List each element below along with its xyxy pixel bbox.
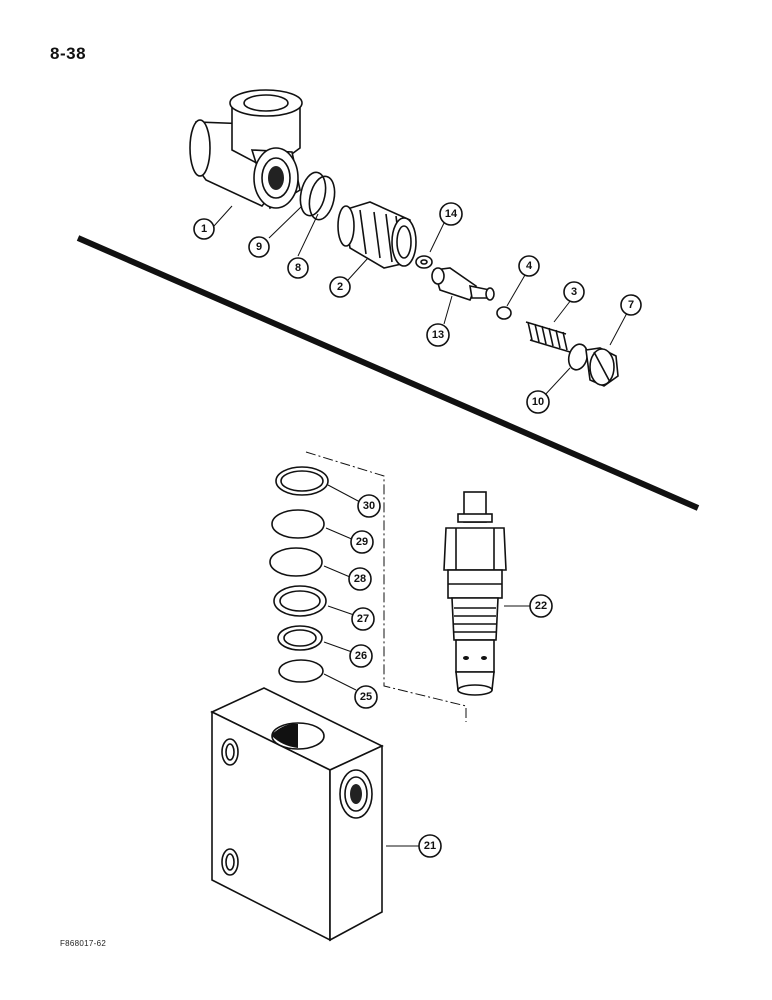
callout-29: 29	[350, 530, 374, 554]
callout-14: 14	[439, 202, 463, 226]
part-14-washer	[415, 255, 433, 269]
callout-26: 26	[349, 644, 373, 668]
page-number: 8-38	[50, 44, 87, 63]
callout-7: 7	[620, 294, 642, 316]
part-9-oring	[299, 171, 327, 217]
part-22-relief-cartridge	[443, 491, 507, 696]
callout-21: 21	[418, 834, 442, 858]
part-2-valve-body	[337, 201, 417, 269]
callout-number: 10	[532, 396, 544, 408]
part-29-seal	[271, 509, 325, 539]
callout-8: 8	[287, 257, 309, 279]
callout-13: 13	[426, 323, 450, 347]
part-27-oring	[273, 585, 327, 617]
callout-number: 2	[337, 281, 343, 293]
callout-3: 3	[563, 281, 585, 303]
callout-number: 9	[256, 241, 262, 253]
callout-number: 3	[571, 286, 577, 298]
part-1-tee-housing	[189, 89, 303, 210]
callout-2: 2	[329, 276, 351, 298]
part-26-oring	[277, 625, 323, 651]
callout-number: 4	[526, 260, 533, 272]
callout-27: 27	[351, 607, 375, 631]
part-25-backup-ring	[278, 659, 324, 683]
callout-22: 22	[529, 594, 553, 618]
callout-number: 28	[354, 573, 366, 585]
leader-lines	[213, 205, 628, 847]
callout-number: 25	[360, 691, 372, 703]
callout-9: 9	[248, 236, 270, 258]
callout-10: 10	[526, 390, 550, 414]
callout-number: 27	[357, 613, 369, 625]
part-4-ring	[496, 306, 512, 320]
part-30-backup-ring	[275, 466, 329, 496]
callout-28: 28	[348, 567, 372, 591]
callout-25: 25	[354, 685, 378, 709]
part-7-plug	[585, 347, 619, 387]
callout-number: 29	[356, 536, 368, 548]
callout-number: 26	[355, 650, 367, 662]
callout-30: 30	[357, 494, 381, 518]
part-28-seal	[269, 547, 323, 577]
callout-1: 1	[193, 218, 215, 240]
figure-id: F868017-62	[60, 939, 107, 948]
callout-number: 8	[295, 262, 301, 274]
callout-4: 4	[518, 255, 540, 277]
part-8-oring	[308, 175, 336, 221]
callout-number: 21	[424, 840, 436, 852]
callout-number: 1	[201, 223, 207, 235]
alignment-line	[305, 451, 467, 722]
part-3-spring	[525, 321, 571, 353]
callout-number: 22	[535, 600, 547, 612]
part-13-poppet	[431, 267, 495, 301]
part-21-valve-block	[210, 687, 384, 942]
callout-number: 14	[445, 208, 458, 220]
callout-number: 30	[363, 500, 375, 512]
callout-number: 13	[432, 329, 444, 341]
callout-number: 7	[628, 299, 634, 311]
section-divider-line	[76, 235, 700, 511]
